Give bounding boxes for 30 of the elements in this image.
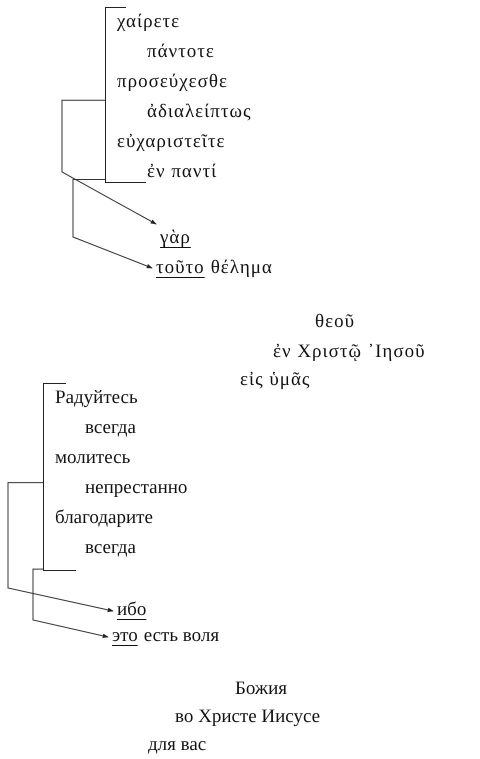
phrase-text: ἐν Χριστῷ ᾿Ιησοῦ: [273, 340, 426, 364]
word-text: τοῦτο: [156, 256, 205, 280]
phrase-text: θεοῦ: [315, 310, 355, 334]
verb-phrase: προσεύχεσθε: [117, 70, 229, 94]
connector-arrow: [8, 482, 114, 612]
verb-phrase: πάντοτε: [146, 40, 216, 64]
verb-phrase: ἐν παντί: [146, 160, 218, 184]
phrase-text: Божия: [235, 677, 287, 701]
word-text: есть воля: [144, 624, 220, 648]
verb-phrase: ἀδιαλείπτως: [146, 100, 252, 124]
phrase-text: во Христе Иисусе: [175, 705, 320, 729]
connector-arrow: [62, 100, 157, 224]
verb-phrase: всегда: [84, 536, 137, 560]
bracket-group: [43, 383, 188, 571]
verb-phrase: Радуйтесь: [55, 386, 139, 410]
verb-phrase: благодарите: [55, 506, 154, 530]
verb-phrase: непрестанно: [84, 476, 188, 500]
phrase-text: для вас: [148, 733, 206, 757]
phrase-text: εἰς ὑμᾶς: [240, 368, 310, 392]
verb-phrase: всегда: [84, 416, 137, 440]
bracket-group: [105, 7, 252, 183]
verb-phrase: εὐχαριστεῖτε: [117, 130, 227, 154]
connector-arrow: [72, 178, 153, 268]
word-text: ибо: [117, 598, 146, 622]
connector-arrow: [32, 568, 109, 638]
verb-phrase: молитесь: [55, 446, 132, 470]
word-text: γὰρ: [160, 226, 191, 250]
verb-phrase: χαίρετε: [117, 10, 182, 34]
word-text: это: [112, 624, 138, 648]
word-text: θέλημα: [210, 256, 273, 280]
